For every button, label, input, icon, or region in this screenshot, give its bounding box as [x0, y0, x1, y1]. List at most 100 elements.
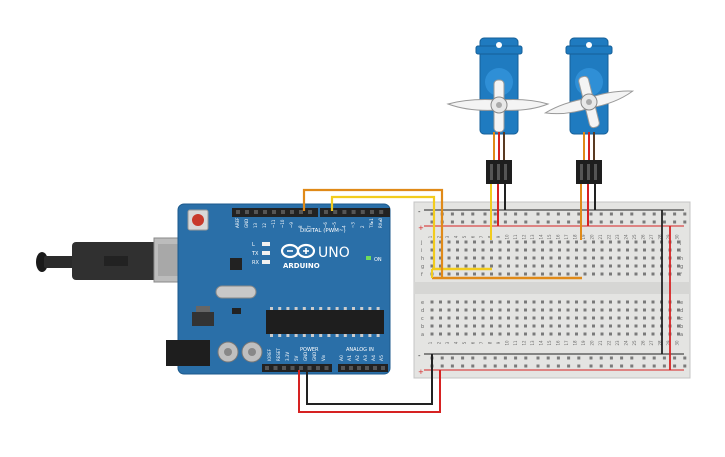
- breadboard-hole[interactable]: [583, 248, 587, 252]
- breadboard-hole[interactable]: [464, 316, 468, 320]
- rail-hole[interactable]: [503, 356, 507, 360]
- breadboard-hole[interactable]: [498, 256, 502, 260]
- breadboard-hole[interactable]: [575, 272, 578, 276]
- rail-hole[interactable]: [662, 356, 666, 360]
- rail-hole[interactable]: [483, 364, 487, 368]
- rail-hole[interactable]: [471, 356, 475, 360]
- breadboard-hole[interactable]: [626, 332, 629, 336]
- breadboard-hole[interactable]: [558, 332, 561, 336]
- breadboard-hole[interactable]: [651, 248, 655, 252]
- rail-hole[interactable]: [589, 356, 593, 360]
- breadboard-hole[interactable]: [592, 300, 595, 304]
- breadboard-hole[interactable]: [473, 248, 476, 252]
- breadboard-hole[interactable]: [456, 272, 459, 276]
- rail-hole[interactable]: [652, 212, 656, 216]
- breadboard-hole[interactable]: [541, 324, 544, 328]
- breadboard-hole[interactable]: [430, 256, 434, 260]
- breadboard-hole[interactable]: [643, 248, 646, 252]
- breadboard-hole[interactable]: [626, 272, 629, 276]
- breadboard-hole[interactable]: [481, 324, 485, 328]
- breadboard-hole[interactable]: [490, 272, 493, 276]
- breadboard-hole[interactable]: [566, 272, 570, 276]
- breadboard-hole[interactable]: [524, 256, 527, 260]
- rail-hole[interactable]: [599, 356, 603, 360]
- breadboard-hole[interactable]: [634, 316, 638, 320]
- breadboard-hole[interactable]: [439, 300, 442, 304]
- rail-hole[interactable]: [577, 212, 581, 216]
- breadboard-hole[interactable]: [464, 264, 468, 268]
- breadboard-hole[interactable]: [456, 256, 459, 260]
- breadboard-hole[interactable]: [473, 256, 476, 260]
- breadboard-hole[interactable]: [583, 240, 587, 244]
- breadboard-hole[interactable]: [651, 256, 655, 260]
- rail-hole[interactable]: [440, 356, 444, 360]
- rail-hole[interactable]: [556, 220, 560, 224]
- digital-pin-socket[interactable]: [245, 210, 249, 214]
- breadboard-hole[interactable]: [566, 248, 570, 252]
- breadboard-hole[interactable]: [524, 324, 527, 328]
- breadboard-hole[interactable]: [566, 256, 570, 260]
- breadboard-hole[interactable]: [626, 308, 629, 312]
- digital-pin-socket[interactable]: [333, 210, 338, 214]
- breadboard-hole[interactable]: [481, 264, 485, 268]
- breadboard-hole[interactable]: [609, 308, 612, 312]
- rail-hole[interactable]: [450, 220, 454, 224]
- breadboard-hole[interactable]: [592, 240, 595, 244]
- power-pin-socket[interactable]: [282, 366, 286, 370]
- breadboard-hole[interactable]: [447, 316, 451, 320]
- breadboard-hole[interactable]: [549, 248, 553, 252]
- breadboard-hole[interactable]: [600, 308, 604, 312]
- rail-hole[interactable]: [673, 364, 677, 368]
- power-pin-socket[interactable]: [316, 366, 320, 370]
- rail-hole[interactable]: [652, 220, 656, 224]
- breadboard-hole[interactable]: [498, 332, 502, 336]
- breadboard-hole[interactable]: [541, 264, 544, 268]
- breadboard-hole[interactable]: [617, 332, 621, 336]
- rail-hole[interactable]: [589, 364, 593, 368]
- rail-hole[interactable]: [620, 364, 624, 368]
- reset-button[interactable]: [192, 214, 204, 226]
- signal-wire-yellow[interactable]: [330, 195, 436, 269]
- breadboard-hole[interactable]: [456, 248, 459, 252]
- rail-hole[interactable]: [673, 212, 677, 216]
- rail-hole[interactable]: [556, 356, 560, 360]
- breadboard-hole[interactable]: [575, 300, 578, 304]
- breadboard-hole[interactable]: [447, 324, 451, 328]
- rail-hole[interactable]: [683, 220, 687, 224]
- breadboard-hole[interactable]: [634, 256, 638, 260]
- breadboard-hole[interactable]: [481, 248, 485, 252]
- rail-hole[interactable]: [546, 212, 550, 216]
- breadboard-hole[interactable]: [600, 264, 604, 268]
- breadboard-hole[interactable]: [490, 308, 493, 312]
- rail-hole[interactable]: [683, 212, 687, 216]
- rail-hole[interactable]: [546, 364, 550, 368]
- breadboard-hole[interactable]: [583, 316, 587, 320]
- breadboard-hole[interactable]: [617, 256, 621, 260]
- breadboard-hole[interactable]: [430, 316, 434, 320]
- rail-hole[interactable]: [652, 364, 656, 368]
- digital-pin-socket[interactable]: [370, 210, 374, 214]
- breadboard-hole[interactable]: [473, 300, 476, 304]
- power-pin-socket[interactable]: [290, 366, 295, 370]
- breadboard-hole[interactable]: [507, 264, 510, 268]
- breadboard-hole[interactable]: [626, 324, 629, 328]
- rail-hole[interactable]: [630, 364, 634, 368]
- breadboard-hole[interactable]: [430, 308, 434, 312]
- breadboard-hole[interactable]: [583, 308, 587, 312]
- breadboard-hole[interactable]: [473, 316, 476, 320]
- analog-pin-socket[interactable]: [341, 366, 345, 370]
- breadboard-hole[interactable]: [481, 316, 485, 320]
- breadboard-hole[interactable]: [592, 324, 595, 328]
- analog-pin-socket[interactable]: [357, 366, 361, 370]
- breadboard-hole[interactable]: [617, 240, 621, 244]
- breadboard-hole[interactable]: [515, 264, 519, 268]
- breadboard-hole[interactable]: [507, 240, 510, 244]
- breadboard-hole[interactable]: [473, 308, 476, 312]
- analog-pin-socket[interactable]: [349, 366, 353, 370]
- digital-pin-socket[interactable]: [342, 210, 347, 214]
- breadboard-hole[interactable]: [609, 248, 612, 252]
- breadboard-hole[interactable]: [558, 272, 561, 276]
- rail-hole[interactable]: [642, 220, 646, 224]
- breadboard-hole[interactable]: [558, 308, 561, 312]
- breadboard-hole[interactable]: [524, 300, 527, 304]
